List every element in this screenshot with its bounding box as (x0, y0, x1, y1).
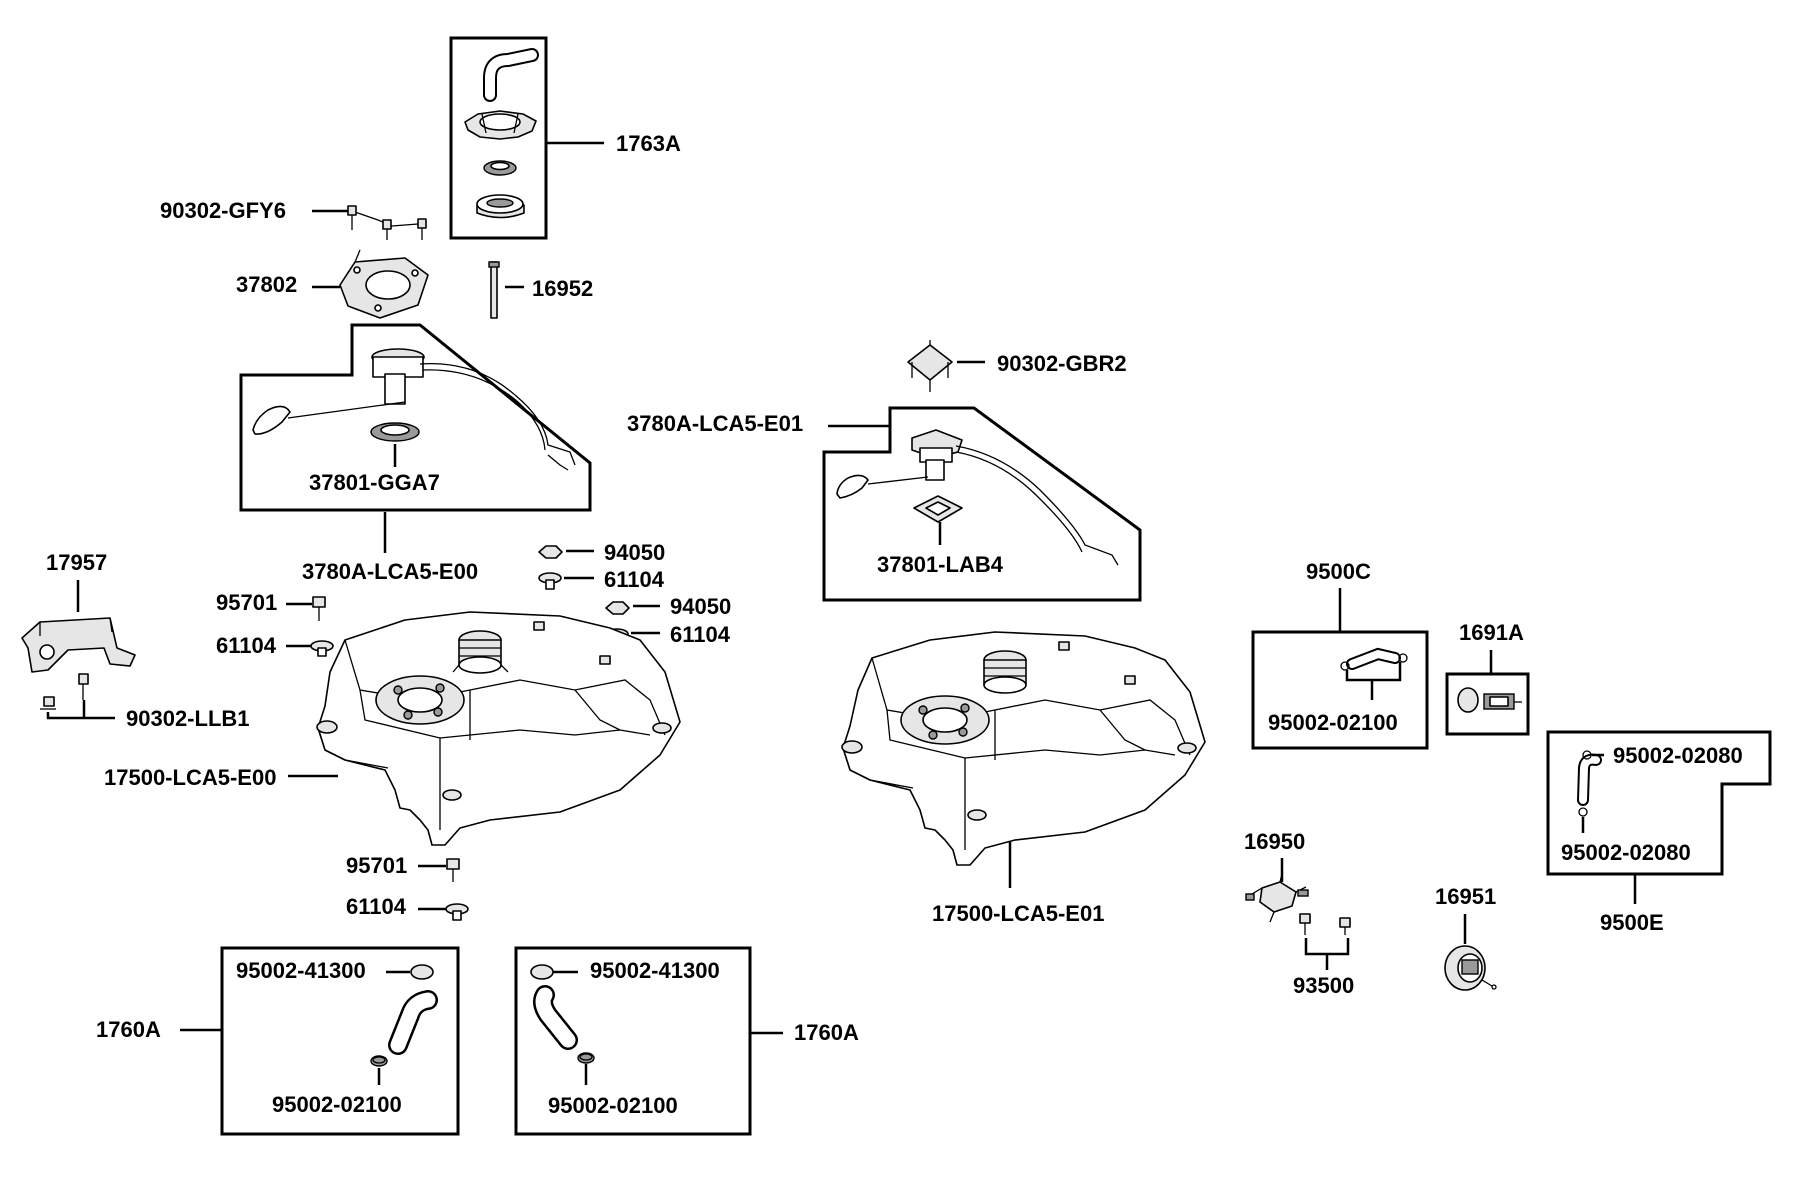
label-95002-02100-c: 95002-02100 (1268, 710, 1398, 735)
bolts-90302-gbr2-group: 90302-GBR2 (907, 340, 1127, 392)
fasteners-lower-group: 95701 61104 (346, 853, 469, 921)
label-16951: 16951 (1435, 884, 1496, 909)
hose-part (1577, 750, 1602, 817)
nut-94050-part (538, 545, 563, 559)
label-16950: 16950 (1244, 829, 1305, 854)
label-3780A-LCA5-E00: 3780A-LCA5-E00 (302, 559, 478, 584)
fuel-sender-e01-unit-part (836, 429, 1119, 566)
label-94050-a: 94050 (604, 540, 665, 565)
label-95002-02080-a: 95002-02080 (1613, 743, 1743, 768)
hose-kit-9500e-group: 95002-02080 95002-02080 9500E (1546, 730, 1772, 935)
fuel-tank-e01-group: 17500-LCA5-E01 (841, 631, 1206, 926)
hose-kit-9500c-box (1251, 630, 1429, 750)
label-17500-LCA5-E00: 17500-LCA5-E00 (104, 765, 276, 790)
bracket-part (21, 617, 136, 673)
label-94050-b: 94050 (670, 594, 731, 619)
fuel-cap-assembly-group: 1763A (449, 36, 681, 240)
fuel-filter-1691a-group: 1691A (1445, 620, 1530, 736)
fuel-sender-unit-part (252, 348, 576, 471)
fuel-pump-part (1444, 945, 1497, 991)
bolt-part (347, 205, 427, 240)
fuel-cap-part (464, 110, 537, 140)
hose-part (1340, 647, 1408, 671)
label-95701-b: 95701 (346, 853, 407, 878)
fuel-pump-flange-plate-group: 37802 (236, 249, 429, 319)
hose-kit-1760a-right-box (514, 946, 752, 1136)
hose-clip-part (410, 964, 434, 980)
bolt-part (43, 696, 55, 707)
bracket-17957-group: 17957 (21, 550, 136, 673)
label-95002-41300-a: 95002-41300 (236, 958, 366, 983)
fuel-valve-16950-group: 16950 93500 (1244, 829, 1354, 998)
hose-clip-part (530, 964, 554, 980)
fuel-tank-e01-part (841, 631, 1206, 866)
fuel-sender-e00-box (239, 323, 592, 512)
filter-pipe-part (490, 261, 498, 319)
label-9500E: 9500E (1600, 910, 1664, 935)
fuel-filter-box (1445, 672, 1530, 736)
fuel-tank-e00-part (316, 611, 681, 846)
label-1760A-b: 1760A (794, 1020, 859, 1045)
hose-clamp-93500-part (1299, 913, 1351, 935)
label-90302-GFY6: 90302-GFY6 (160, 198, 286, 223)
filter-pipe-16952-group: 16952 (488, 261, 593, 319)
fuel-level-sender-e00-group: 37801-GGA7 3780A-LCA5-E00 (239, 323, 592, 584)
label-1691A: 1691A (1459, 620, 1524, 645)
bolt-bracket-part (907, 344, 953, 381)
grommet-61104-part (445, 903, 469, 921)
label-3780A-LCA5-E01: 3780A-LCA5-E01 (627, 411, 803, 436)
label-16952: 16952 (532, 276, 593, 301)
fuel-valve-part (1245, 873, 1309, 923)
fuel-pump-16951-group: 16951 (1435, 884, 1497, 991)
label-90302-GBR2: 90302-GBR2 (997, 351, 1127, 376)
fuel-filter-part (1457, 687, 1522, 713)
fuel-sender-e01-box (822, 406, 1142, 602)
label-17957: 17957 (46, 550, 107, 575)
label-95002-02100-a: 95002-02100 (272, 1092, 402, 1117)
grommet-61104-part (310, 640, 334, 657)
sender-gasket-lab4-part (913, 495, 963, 523)
fuel-tank-e00-group: 17500-LCA5-E00 (104, 611, 681, 846)
nut-94050-part (605, 601, 630, 615)
label-90302-LLB1: 90302-LLB1 (126, 706, 250, 731)
label-1760A-a: 1760A (96, 1017, 161, 1042)
hose-kit-9500c-group: 9500C 95002-02100 (1251, 559, 1429, 750)
cap-gasket-part (483, 160, 517, 176)
fuel-level-sender-e01-group: 3780A-LCA5-E01 37801-LAB4 (627, 406, 1142, 602)
label-93500: 93500 (1293, 973, 1354, 998)
label-95002-02100-b: 95002-02100 (548, 1093, 678, 1118)
label-61104-b: 61104 (604, 567, 665, 592)
hose-kit-1760a-left-group: 95002-41300 95002-02100 1760A (96, 946, 460, 1136)
label-17500-LCA5-E01: 17500-LCA5-E01 (932, 901, 1104, 926)
hose-kit-1760a-right-group: 95002-41300 95002-02100 1760A (514, 946, 859, 1136)
bolts-90302-llb1-group: 90302-LLB1 (40, 673, 250, 731)
label-9500C: 9500C (1306, 559, 1371, 584)
fasteners-e00-group: 95701 61104 94050 61104 94050 (216, 540, 731, 658)
bolts-90302-gfy6-group: 90302-GFY6 (160, 198, 427, 240)
fuel-cap-box (449, 36, 548, 240)
bolt-95701-part (312, 596, 326, 621)
hose-kit-9500e-box (1546, 730, 1772, 876)
cap-filler-neck-part (476, 194, 525, 219)
label-61104-a: 61104 (216, 633, 277, 658)
label-61104-d: 61104 (346, 894, 407, 919)
label-95002-41300-b: 95002-41300 (590, 958, 720, 983)
label-37801-GGA7: 37801-GGA7 (309, 470, 440, 495)
label-37802: 37802 (236, 272, 297, 297)
hose-kit-1760a-left-box (220, 946, 460, 1136)
hose-part (533, 985, 595, 1064)
grommet-61104-part (538, 572, 562, 590)
bolt-95701-part (446, 858, 460, 882)
label-37801-LAB4: 37801-LAB4 (877, 552, 1004, 577)
label-95002-02080-b: 95002-02080 (1561, 840, 1691, 865)
label-61104-c: 61104 (670, 622, 731, 647)
label-95701-a: 95701 (216, 590, 277, 615)
sender-gasket-ggA7-part (370, 422, 420, 442)
label-1763A: 1763A (616, 131, 681, 156)
hose-part (370, 990, 438, 1067)
